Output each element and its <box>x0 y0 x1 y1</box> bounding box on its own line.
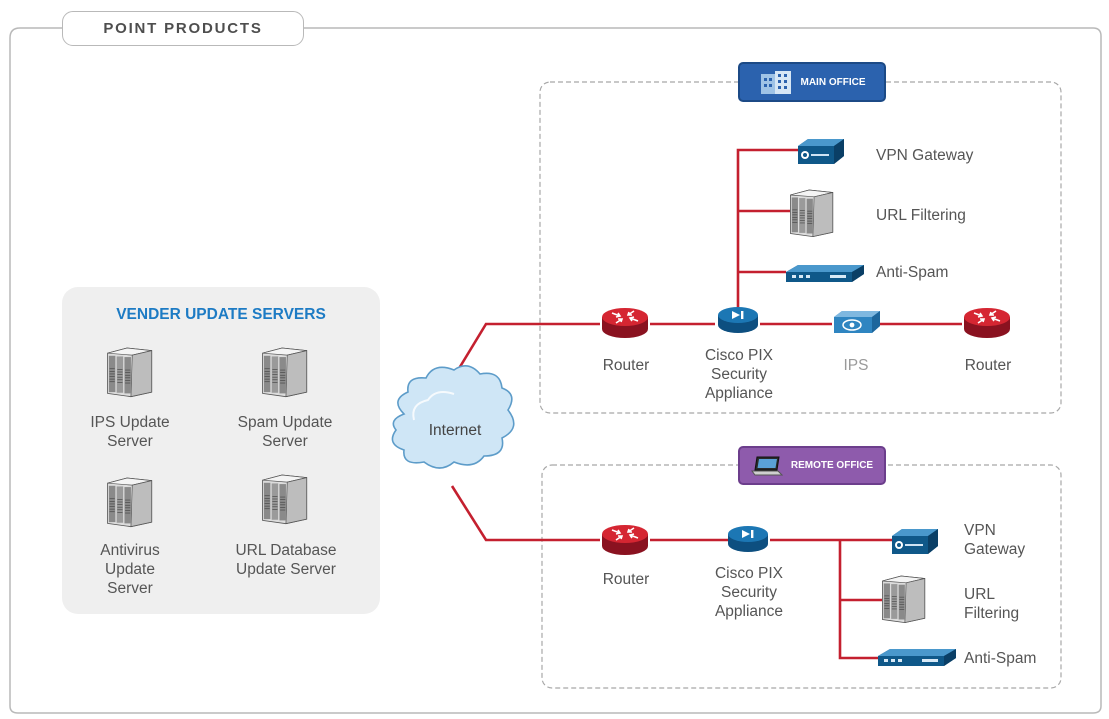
cloud-icon <box>391 365 515 469</box>
laptop-icon <box>750 456 783 475</box>
pix-icon <box>728 526 768 552</box>
main-router-right-label: Router <box>964 357 1012 374</box>
outer-frame <box>9 27 1102 714</box>
remote-spam-label: Anti-Spam <box>964 650 1037 667</box>
server-icon <box>790 189 834 238</box>
router-icon <box>963 307 1011 339</box>
page-title: POINT PRODUCTS <box>62 11 304 46</box>
link-remote-pix-spam <box>838 540 880 660</box>
network-links <box>450 148 962 660</box>
internet-label: Internet <box>428 422 482 439</box>
ips-icon <box>833 310 881 334</box>
pix-icon <box>718 307 758 333</box>
appliance-icon <box>786 265 864 282</box>
main-url-label: URL Filtering <box>876 207 966 224</box>
link-internet-remote-router <box>450 485 600 542</box>
building-icon <box>760 71 791 94</box>
router-icon <box>601 307 649 339</box>
ips-label: IPS <box>843 357 869 374</box>
main-router-left-label: Router <box>602 357 650 374</box>
main-vpn-label: VPN Gateway <box>876 147 974 164</box>
server-icon <box>107 477 153 528</box>
router-icon <box>601 524 649 556</box>
server-icon <box>882 575 926 624</box>
server-icon <box>107 347 153 398</box>
server-icon <box>262 347 308 398</box>
appliance-icon <box>878 649 956 666</box>
link-pix-vpn <box>736 148 798 318</box>
remote-office-label: REMOTE OFFICE <box>790 460 874 471</box>
remote-router-label: Router <box>602 571 650 588</box>
main-office-label: MAIN OFFICE <box>800 76 866 88</box>
vpn-icon <box>798 139 844 164</box>
remote-office-tag: REMOTE OFFICE <box>738 446 886 485</box>
vendor-update-panel <box>62 287 380 614</box>
vendor-title: VENDER UPDATE SERVERS <box>116 306 326 323</box>
main-office-tag: MAIN OFFICE <box>738 62 886 102</box>
server-icon <box>262 474 308 525</box>
vpn-icon <box>892 529 938 554</box>
main-spam-label: Anti-Spam <box>876 264 949 281</box>
link-internet-main-router <box>450 322 600 381</box>
